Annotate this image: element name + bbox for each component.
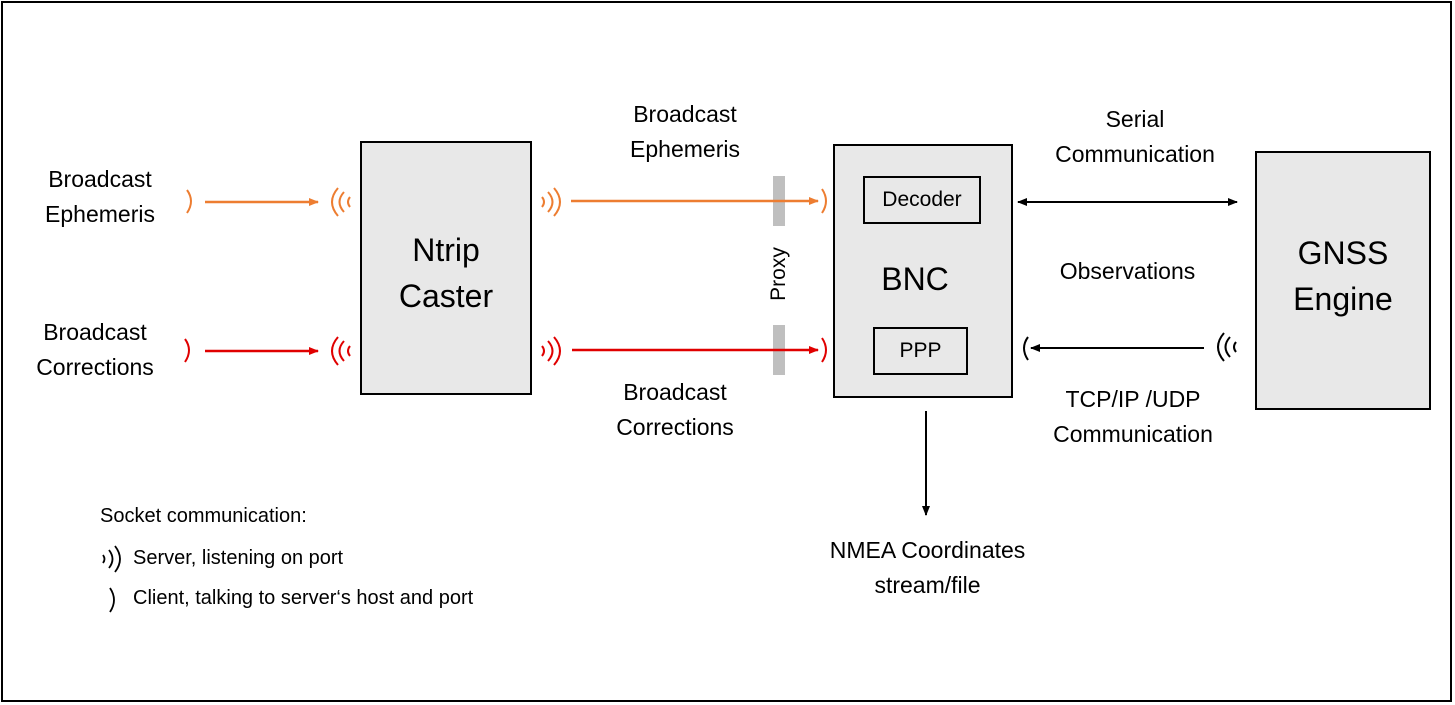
tcpip-communication-label: TCP/IP /UDP Communication — [1053, 386, 1213, 447]
server-icon-caster-corrections-in — [331, 336, 351, 366]
client-icon-bnc-ephemeris — [821, 188, 827, 214]
ppp-box: PPP — [873, 327, 968, 375]
server-icon-caster-ephemeris-in — [331, 187, 351, 217]
client-icon-bnc-corrections — [821, 337, 827, 363]
legend-client-icon — [109, 587, 115, 613]
legend-server-icon — [102, 545, 121, 573]
legend-title: Socket communication: — [100, 505, 307, 527]
observations-label: Observations — [1059, 258, 1196, 284]
server-icon-caster-ephemeris-out — [541, 187, 561, 217]
decoder-box: Decoder — [863, 176, 981, 224]
gnss-engine-box — [1255, 151, 1431, 410]
client-icon-source-corrections — [184, 338, 190, 363]
client-icon-source-ephemeris — [186, 189, 192, 214]
link-ephemeris-label: Broadcast Ephemeris — [630, 101, 740, 162]
server-icon-gnss-engine — [1217, 332, 1237, 362]
source-ephemeris-label: Broadcast Ephemeris — [45, 166, 155, 227]
ntrip-caster-label: Ntrip Caster — [398, 232, 494, 314]
link-corrections-label: Broadcast Corrections — [616, 379, 734, 440]
legend-client-text: Client, talking to server‘s host and por… — [133, 587, 474, 609]
bnc-label: BNC — [881, 261, 949, 297]
serial-communication-label: Serial Communication — [1055, 106, 1215, 167]
client-icon-bnc-tcpip — [1023, 336, 1029, 361]
server-icon-caster-corrections-out — [541, 336, 561, 366]
legend-server-text: Server, listening on port — [133, 547, 344, 569]
gnss-engine-label: GNSS Engine — [1293, 235, 1393, 317]
nmea-label: NMEA Coordinates stream/file — [829, 537, 1026, 598]
ntrip-caster-box — [360, 141, 532, 395]
source-corrections-label: Broadcast Corrections — [36, 319, 154, 380]
